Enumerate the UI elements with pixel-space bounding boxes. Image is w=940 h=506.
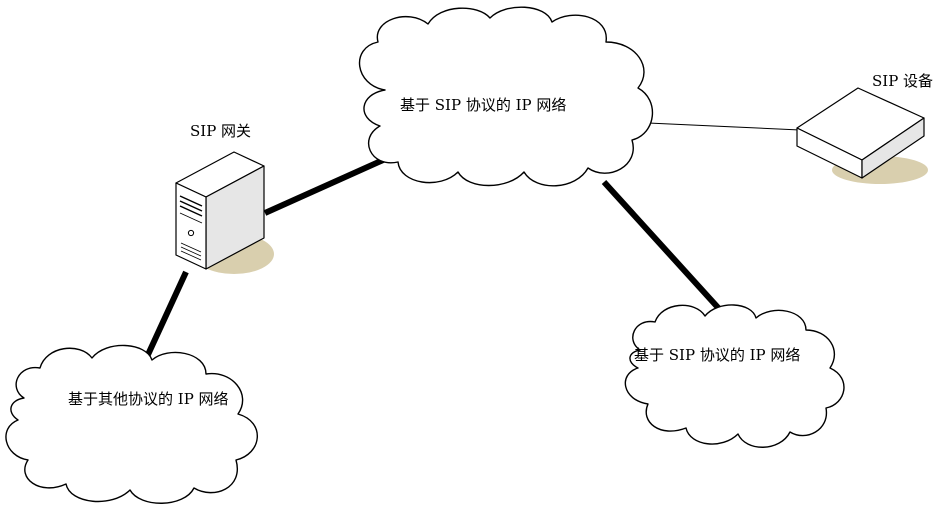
cloud-bottom-left-label: 基于其他协议的 IP 网络: [68, 390, 229, 408]
link-top-cloud-to-device: [647, 122, 801, 131]
cloud-bottom-right: [624, 304, 845, 448]
gateway-label: SIP 网关: [190, 122, 252, 140]
server-tower-icon: [175, 151, 274, 274]
cloud-bottom-left: [5, 344, 258, 504]
cloud-top-label: 基于 SIP 协议的 IP 网络: [400, 96, 567, 114]
link-top-cloud-to-right-cloud: [601, 179, 725, 315]
device-label: SIP 设备: [872, 72, 934, 90]
network-appliance-icon: [796, 87, 928, 184]
link-gateway-to-top-cloud: [263, 153, 394, 216]
gateway-power-button: [187, 229, 195, 237]
cloud-top: [359, 6, 654, 187]
device-side-face: [861, 117, 925, 179]
cloud-bottom-right-label: 基于 SIP 协议的 IP 网络: [634, 346, 801, 364]
